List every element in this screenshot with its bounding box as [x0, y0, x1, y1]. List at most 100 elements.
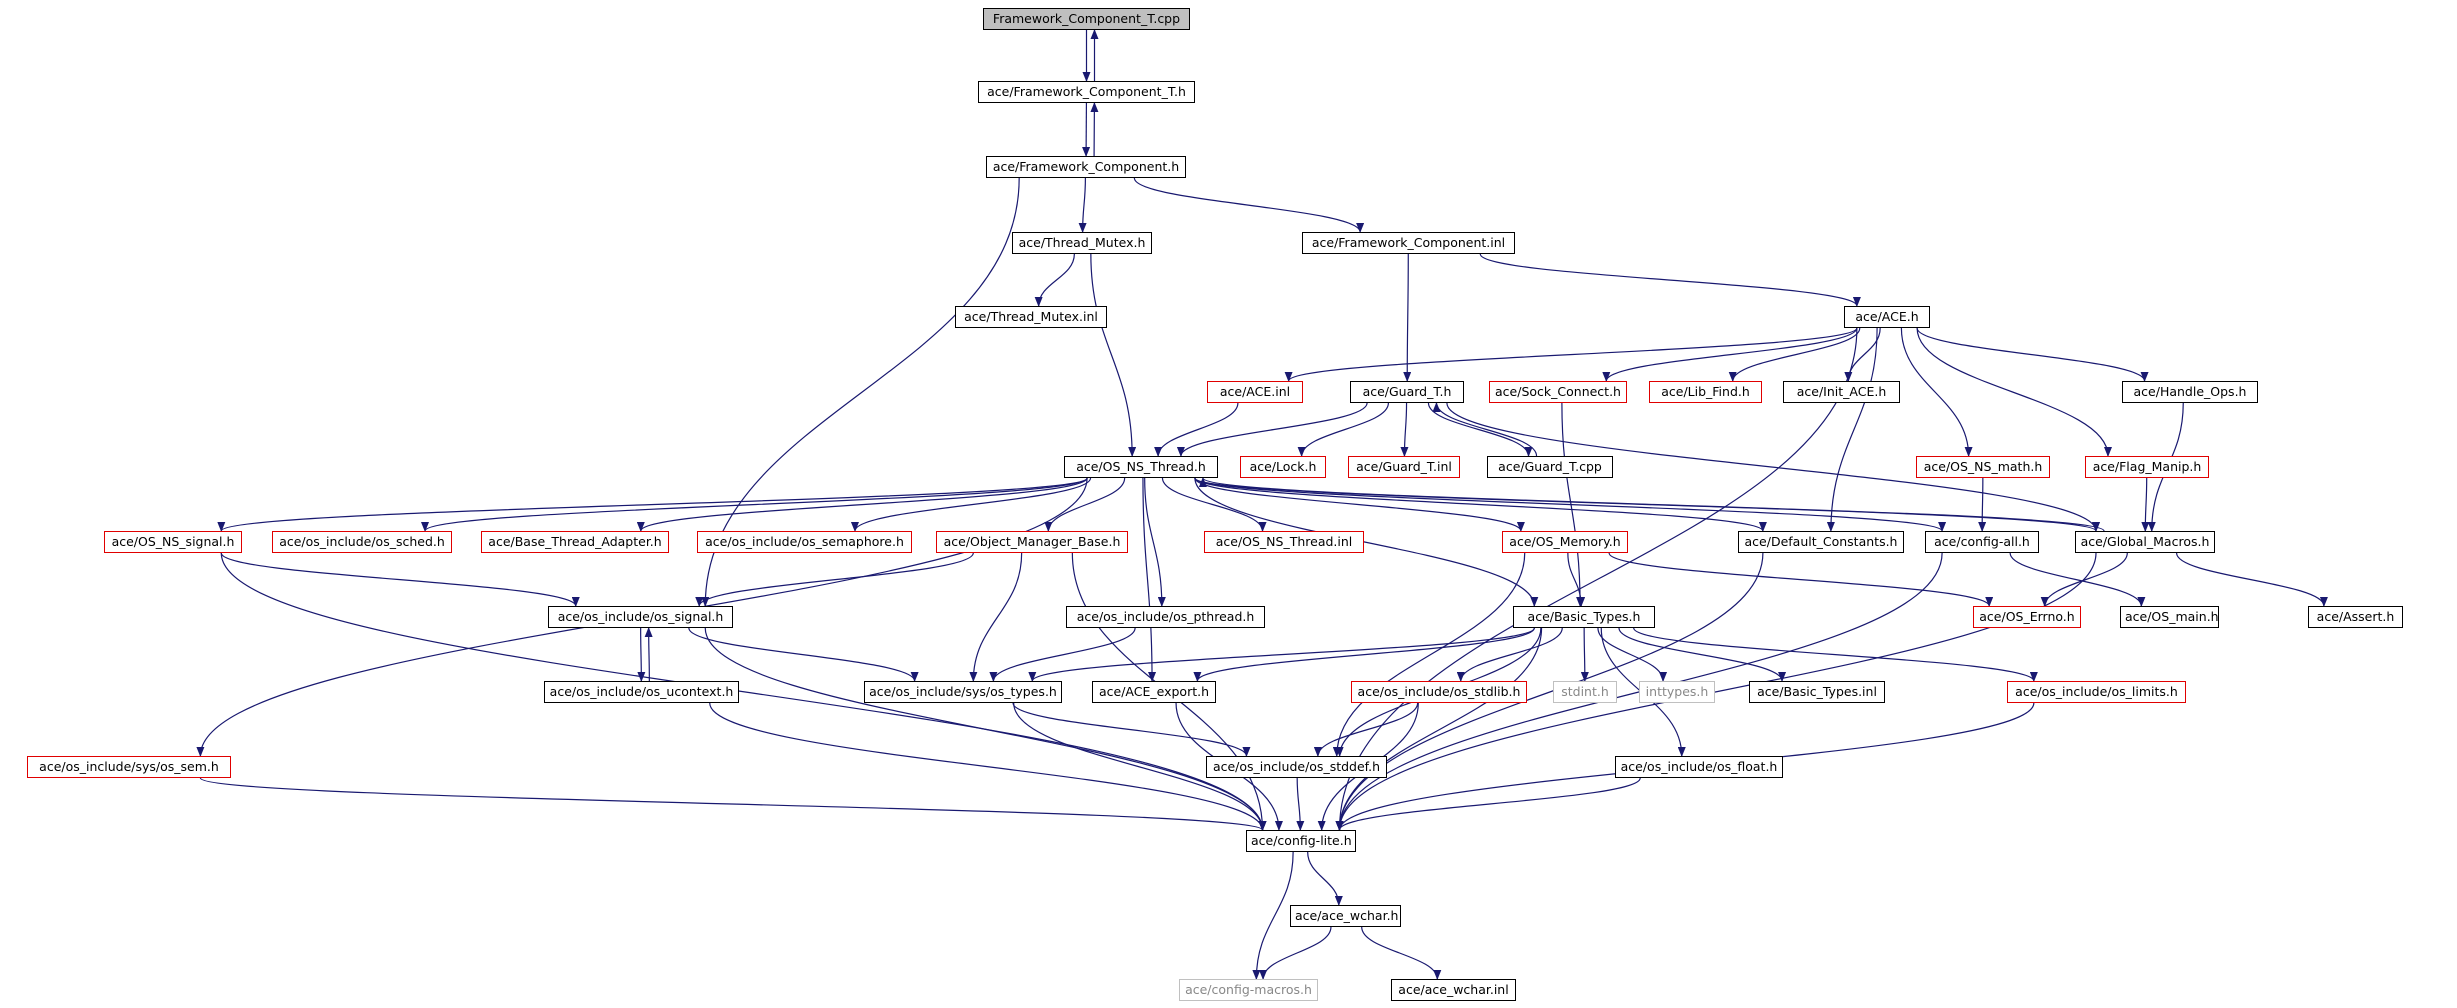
edge-basictypes-to-aceexport — [1193, 627, 1535, 682]
node-ospthread[interactable]: ace/os_include/os_pthread.h — [1066, 606, 1265, 628]
edge-osnsthread-to-ossched — [421, 477, 1088, 532]
edge-globalmacros-to-configlite — [1335, 552, 2097, 831]
node-inttypes[interactable]: inttypes.h — [1639, 681, 1715, 703]
node-assert[interactable]: ace/Assert.h — [2308, 606, 2403, 628]
node-flag[interactable]: ace/Flag_Manip.h — [2085, 456, 2209, 478]
edge-fc_inl-to-ace_h — [1479, 253, 1861, 307]
edge-ospthread-to-systypes — [989, 627, 1136, 682]
edge-osnsthread-to-basethread — [636, 477, 1088, 532]
node-defconst[interactable]: ace/Default_Constants.h — [1738, 531, 1904, 553]
node-basictypesinl[interactable]: ace/Basic_Types.inl — [1749, 681, 1885, 703]
node-aceexport[interactable]: ace/ACE_export.h — [1092, 681, 1216, 703]
node-basictypes[interactable]: ace/Basic_Types.h — [1513, 606, 1655, 628]
node-fct-cpp[interactable]: Framework_Component_T.cpp — [983, 8, 1190, 30]
edge-osnsthread-to-objmgr — [1044, 477, 1126, 532]
edge-fc_h-to-fc_inl — [1133, 177, 1365, 233]
node-handle[interactable]: ace/Handle_Ops.h — [2122, 381, 2258, 403]
edge-defconst-to-configlite — [1335, 552, 1764, 831]
node-oserrno[interactable]: ace/OS_Errno.h — [1973, 606, 2081, 628]
edge-ace_h-to-libfind — [1728, 327, 1861, 382]
node-osmemory[interactable]: ace/OS_Memory.h — [1502, 531, 1628, 553]
edge-osnsthread-to-osmemory — [1194, 477, 1525, 532]
edge-basictypes-to-osstdlib — [1456, 627, 1563, 682]
node-stdint[interactable]: stdint.h — [1553, 681, 1617, 703]
node-sock[interactable]: ace/Sock_Connect.h — [1489, 381, 1627, 403]
node-guard-inl[interactable]: ace/Guard_T.inl — [1348, 456, 1460, 478]
edge-ace_h-to-osnsmath — [1900, 327, 1973, 457]
edge-basictypes-to-stdint — [1580, 627, 1589, 682]
node-osnsmath[interactable]: ace/OS_NS_math.h — [1916, 456, 2050, 478]
node-osstddef[interactable]: ace/os_include/os_stddef.h — [1206, 756, 1387, 778]
node-basethread[interactable]: ace/Base_Thread_Adapter.h — [481, 531, 669, 553]
edge-ossignal-to-osucontext — [637, 627, 646, 682]
node-libfind[interactable]: ace/Lib_Find.h — [1649, 381, 1762, 403]
node-oslimits[interactable]: ace/os_include/os_limits.h — [2007, 681, 2186, 703]
edge-osnsthread-to-ossem — [851, 477, 1092, 532]
node-guard-cpp[interactable]: ace/Guard_T.cpp — [1487, 456, 1613, 478]
edge-osucontext-to-configlite — [709, 702, 1267, 831]
node-fc-inl[interactable]: ace/Framework_Component.inl — [1302, 232, 1515, 254]
node-lock[interactable]: ace/Lock.h — [1240, 456, 1326, 478]
node-osmain[interactable]: ace/OS_main.h — [2120, 606, 2219, 628]
node-tm-inl[interactable]: ace/Thread_Mutex.inl — [955, 306, 1107, 328]
edge-basictypes-to-inttypes — [1597, 627, 1668, 682]
edge-osmemory-to-oserrno — [1608, 552, 1994, 607]
edge-osucontext-to-ossignal — [644, 627, 653, 682]
node-configmacros[interactable]: ace/config-macros.h — [1179, 979, 1318, 1001]
node-osfloat[interactable]: ace/os_include/os_float.h — [1615, 756, 1783, 778]
edge-osstddef-to-configlite — [1296, 777, 1305, 831]
node-configall[interactable]: ace/config-all.h — [1925, 531, 2039, 553]
node-guard-h[interactable]: ace/Guard_T.h — [1350, 381, 1464, 403]
edge-osnsthread-to-basictypes — [1194, 477, 1539, 607]
node-syssem[interactable]: ace/os_include/sys/os_sem.h — [27, 756, 231, 778]
node-initace[interactable]: ace/Init_ACE.h — [1783, 381, 1900, 403]
edge-objmgr-to-ossignal — [695, 552, 974, 607]
node-systypes[interactable]: ace/os_include/sys/os_types.h — [864, 681, 1062, 703]
edge-ace_h-to-ace_inl — [1284, 327, 1858, 382]
edge-ace_h-to-handle — [1916, 327, 2149, 382]
edge-guard_cpp-to-guard_h — [1432, 402, 1538, 457]
node-ossched[interactable]: ace/os_include/os_sched.h — [272, 531, 452, 553]
node-osnssignal[interactable]: ace/OS_NS_signal.h — [104, 531, 242, 553]
node-osnsthreadinl[interactable]: ace/OS_NS_Thread.inl — [1204, 531, 1364, 553]
node-osstdlib[interactable]: ace/os_include/os_stdlib.h — [1351, 681, 1527, 703]
node-objmgr[interactable]: ace/Object_Manager_Base.h — [936, 531, 1128, 553]
edge-globalmacros-to-assert — [2175, 552, 2328, 607]
edge-ace_h-to-configlite — [1335, 327, 1858, 831]
node-ace-h[interactable]: ace/ACE.h — [1844, 306, 1930, 328]
edge-osnsthread-to-configall — [1194, 477, 1946, 532]
edge-osmemory-to-osstddef — [1332, 552, 1526, 757]
node-osucontext[interactable]: ace/os_include/os_ucontext.h — [544, 681, 739, 703]
node-fct-h[interactable]: ace/Framework_Component_T.h — [978, 81, 1195, 103]
node-tm-h[interactable]: ace/Thread_Mutex.h — [1012, 232, 1152, 254]
node-globalmacros[interactable]: ace/Global_Macros.h — [2075, 531, 2215, 553]
edge-ace_h-to-flag — [1916, 327, 2112, 457]
edge-osnssignal-to-configlite — [220, 552, 1267, 831]
edge-osnsthread-to-osnssignal — [217, 477, 1088, 532]
edge-ace_inl-to-osnsthread — [1154, 402, 1239, 457]
edge-globalmacros-to-oserrno — [2040, 552, 2128, 607]
node-acewchar[interactable]: ace/ace_wchar.h — [1290, 905, 1401, 927]
node-ossem[interactable]: ace/os_include/os_semaphore.h — [697, 531, 912, 553]
edge-basictypes-to-basictypesinl — [1618, 627, 1786, 682]
node-osnsthread[interactable]: ace/OS_NS_Thread.h — [1064, 456, 1218, 478]
node-acewcharinl[interactable]: ace/ace_wchar.inl — [1391, 979, 1516, 1001]
edge-osstdlib-to-osstddef — [1313, 702, 1419, 757]
edge-systypes-to-osstddef — [1012, 702, 1251, 757]
node-ace-inl[interactable]: ace/ACE.inl — [1207, 381, 1303, 403]
edge-osmemory-to-basictypes — [1567, 552, 1586, 607]
node-ossignal[interactable]: ace/os_include/os_signal.h — [548, 606, 733, 628]
edge-osnsthread-to-aceexport — [1142, 477, 1157, 682]
edge-globalmacros-to-osnsthread — [1199, 477, 2105, 532]
edge-configlite-to-configmacros — [1252, 851, 1294, 980]
edge-ace_h-to-defconst — [1826, 327, 1878, 532]
edge-guard_h-to-osnsthread — [1176, 402, 1368, 457]
edge-guard_h-to-globalmacros — [1446, 402, 2100, 532]
node-fc-h[interactable]: ace/Framework_Component.h — [986, 156, 1186, 178]
edge-osnsthread-to-ospthread — [1144, 477, 1166, 607]
edge-acewchar-to-acewcharinl — [1361, 926, 1442, 980]
edge-guard_h-to-guard_inl — [1400, 402, 1409, 457]
node-configlite[interactable]: ace/config-lite.h — [1246, 830, 1356, 852]
